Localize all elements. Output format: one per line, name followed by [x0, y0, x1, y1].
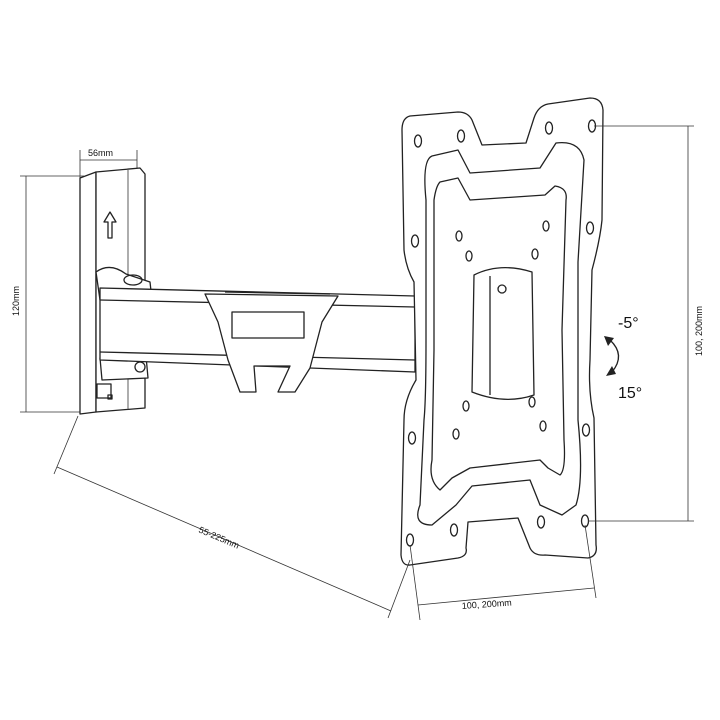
vesa-horizontal-dimension: 100, 200mm — [409, 524, 597, 621]
tilt-indicator: -5° 15° — [604, 315, 642, 402]
vesa-vertical-label: 100, 200mm — [694, 306, 704, 356]
tilt-down-label: 15° — [618, 385, 642, 402]
reach-label: 55-225mm — [197, 525, 241, 551]
height-dimension: 120mm — [11, 175, 84, 413]
tilt-up-label: -5° — [618, 315, 639, 332]
width-label: 56mm — [88, 148, 113, 158]
reach-dimension: 55-225mm — [53, 415, 411, 619]
width-dimension: 56mm — [79, 148, 138, 178]
tilt-arrow-icon — [609, 339, 620, 373]
height-label: 120mm — [11, 286, 21, 316]
vesa-horizontal-label: 100, 200mm — [461, 598, 512, 611]
vesa-plate — [400, 97, 604, 566]
vesa-vertical-dimension: 100, 200mm — [588, 125, 704, 522]
up-arrow-icon — [103, 211, 117, 239]
swing-arm — [99, 287, 416, 393]
